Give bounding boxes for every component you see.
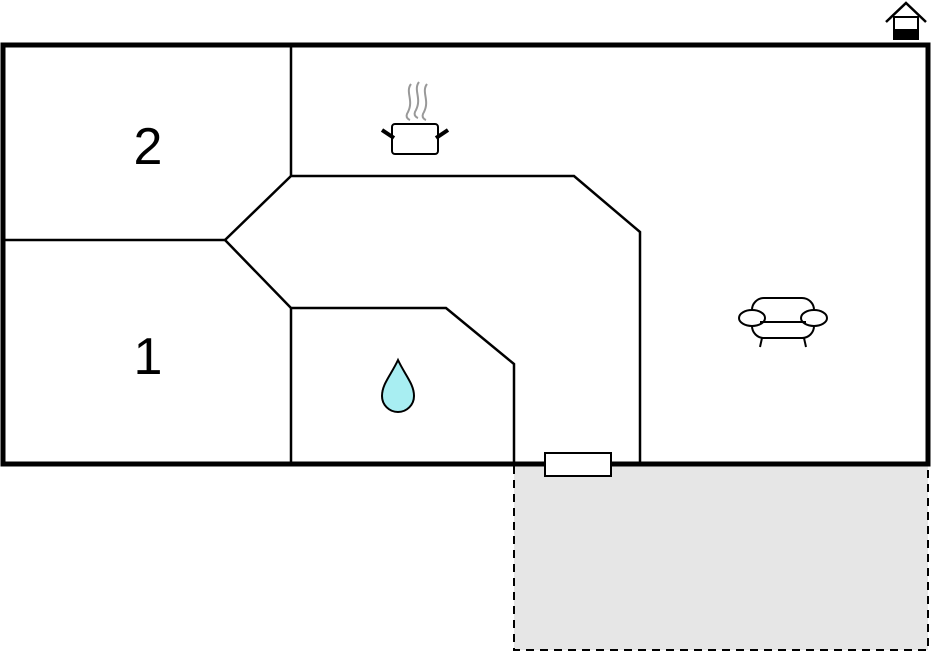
outer-walls xyxy=(0,42,931,467)
wall-hall-lower xyxy=(224,239,516,464)
wall-hall-upper xyxy=(224,174,642,464)
interior-walls xyxy=(3,45,642,464)
terrace-area xyxy=(513,463,929,651)
water-drop-icon xyxy=(380,357,416,413)
door-icon xyxy=(544,452,612,477)
cooking-pot-icon xyxy=(380,81,450,155)
room-number-1: 1 xyxy=(134,328,163,386)
house-icon xyxy=(885,1,927,40)
room-number-2: 2 xyxy=(134,118,163,176)
sofa-icon xyxy=(738,297,828,348)
